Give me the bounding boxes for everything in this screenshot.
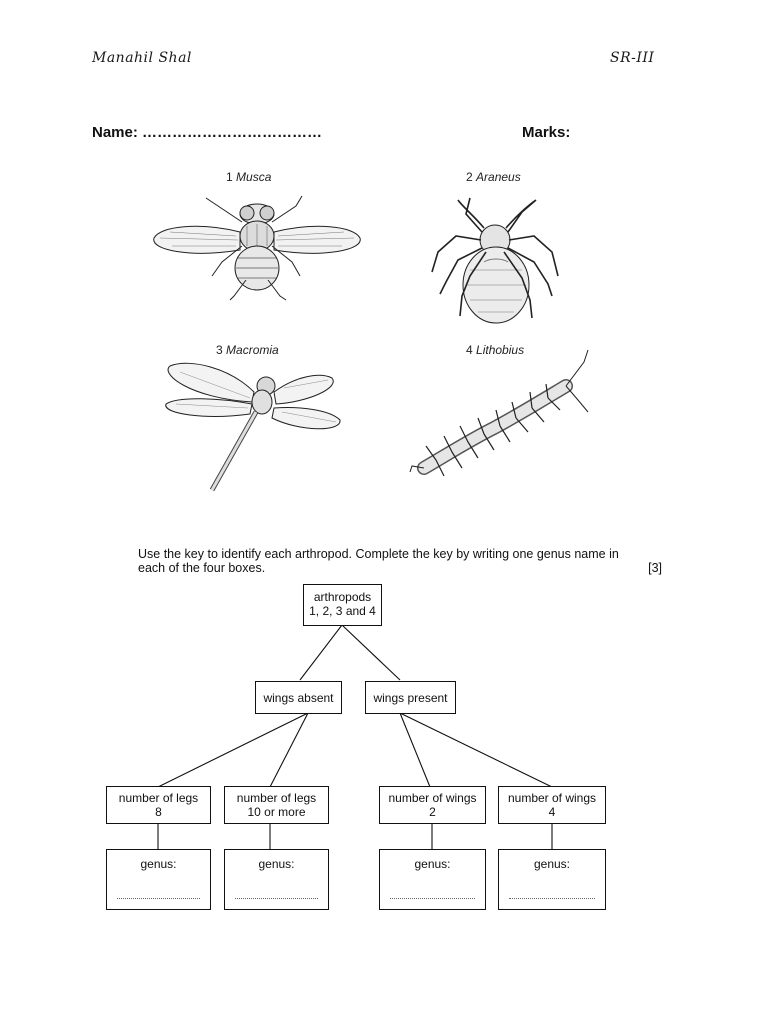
key-wings-absent-box: wings absent xyxy=(255,681,342,714)
instruction-text: Use the key to identify each arthropod. … xyxy=(138,547,662,575)
specimen-number: 2 xyxy=(466,170,473,184)
specimen-genus: Araneus xyxy=(476,170,521,184)
key-legs-10-box: number of legs 10 or more xyxy=(224,786,329,824)
genus-label: genus: xyxy=(533,857,571,871)
question-marks: [3] xyxy=(648,561,662,575)
wings-2-line-2: 2 xyxy=(429,805,436,819)
macromia-drawing xyxy=(165,362,341,492)
answer-dotted-line[interactable] xyxy=(390,897,475,899)
answer-dotted-line[interactable] xyxy=(235,897,318,899)
wings-4-line-1: number of wings xyxy=(507,791,597,805)
specimen-genus: Macromia xyxy=(226,343,279,357)
genus-answer-box-legs-8[interactable]: genus: xyxy=(106,849,211,910)
legs-10-line-1: number of legs xyxy=(236,791,317,805)
key-wings-4-box: number of wings 4 xyxy=(498,786,606,824)
wings-2-line-1: number of wings xyxy=(388,791,477,805)
class-code: SR-III xyxy=(610,50,655,66)
key-wings-present-box: wings present xyxy=(365,681,456,714)
answer-dotted-line[interactable] xyxy=(509,897,595,899)
caption-specimen-3: 3 Macromia xyxy=(216,343,279,357)
specimen-number: 1 xyxy=(226,170,233,184)
instruction-line-1: Use the key to identify each arthropod. … xyxy=(138,547,619,561)
musca-drawing xyxy=(153,195,361,301)
legs-8-line-2: 8 xyxy=(155,805,162,819)
specimen-number: 3 xyxy=(216,343,223,357)
caption-specimen-2: 2 Araneus xyxy=(466,170,521,184)
key-root-box: arthropods 1, 2, 3 and 4 xyxy=(303,584,382,626)
genus-answer-box-wings-4[interactable]: genus: xyxy=(498,849,606,910)
araneus-drawing xyxy=(431,197,559,324)
genus-answer-box-wings-2[interactable]: genus: xyxy=(379,849,486,910)
root-line-2: 1, 2, 3 and 4 xyxy=(309,604,376,618)
root-line-1: arthropods xyxy=(313,590,372,604)
genus-label: genus: xyxy=(140,857,177,871)
key-legs-8-box: number of legs 8 xyxy=(106,786,211,824)
caption-specimen-4: 4 Lithobius xyxy=(466,343,524,357)
key-wings-2-box: number of wings 2 xyxy=(379,786,486,824)
caption-specimen-1: 1 Musca xyxy=(226,170,271,184)
name-field-label: Name: ……………………………… xyxy=(92,124,323,141)
genus-answer-box-legs-10[interactable]: genus: xyxy=(224,849,329,910)
legs-8-line-1: number of legs xyxy=(118,791,199,805)
genus-label: genus: xyxy=(414,857,451,871)
marks-field-label: Marks: xyxy=(522,124,571,141)
answer-dotted-line[interactable] xyxy=(117,897,200,899)
wings-absent-label: wings absent xyxy=(263,691,334,705)
instruction-line-2-text: each of the four boxes. xyxy=(138,561,266,575)
wings-present-label: wings present xyxy=(373,691,448,705)
lithobius-drawing xyxy=(409,349,589,477)
wings-4-line-2: 4 xyxy=(548,805,556,819)
genus-label: genus: xyxy=(258,857,295,871)
specimen-genus: Lithobius xyxy=(476,343,525,357)
specimen-genus: Musca xyxy=(236,170,272,184)
student-name: Manahil Shal xyxy=(92,50,192,66)
specimen-number: 4 xyxy=(466,343,473,357)
legs-10-line-2: 10 or more xyxy=(247,805,306,819)
instruction-line-2: each of the four boxes. [3] xyxy=(138,561,662,575)
